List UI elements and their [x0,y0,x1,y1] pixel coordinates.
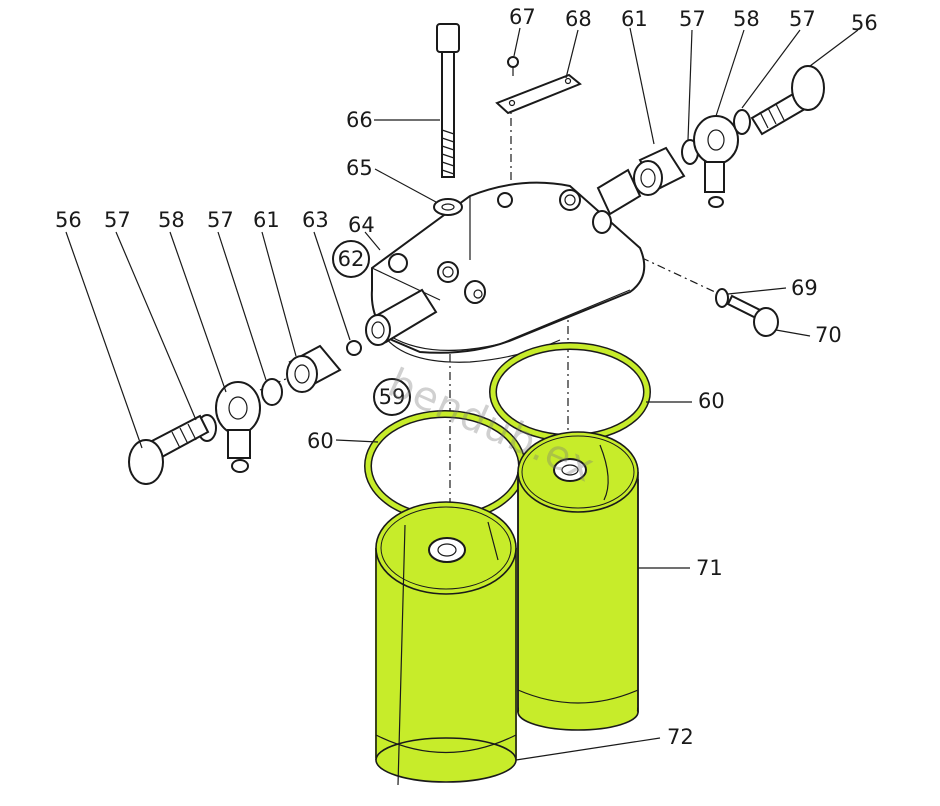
label-66: 66 [346,108,373,132]
banjo-bolt-56-right [750,65,825,136]
label-57-right-outer: 57 [789,7,816,31]
label-72: 72 [667,725,694,749]
leader-lines [65,27,859,761]
label-68: 68 [565,7,592,31]
bolt-66 [436,23,460,178]
label-65: 65 [346,156,373,180]
label-56-left: 56 [55,208,82,232]
label-70: 70 [815,323,842,347]
axis-line-screw [624,249,716,293]
nut-61-left [286,344,342,393]
label-58-left: 58 [158,208,185,232]
seal-57-left-inner [261,378,283,406]
nut-61-right [633,146,686,196]
banjo-58-right [693,115,739,208]
label-56-right: 56 [851,11,878,35]
plate-68 [495,73,582,115]
label-60-left: 60 [307,429,334,453]
label-63: 63 [302,208,329,232]
label-62-circled: 62 [332,240,370,278]
washer-69 [715,288,729,308]
label-59-circled: 59 [373,378,411,416]
label-64: 64 [348,213,375,237]
label-67: 67 [509,5,536,29]
label-57-left-inner: 57 [207,208,234,232]
label-61-left: 61 [253,208,280,232]
banjo-bolt-56-left [128,414,210,485]
label-57-right-inner: 57 [679,7,706,31]
ball-63 [346,340,362,356]
label-57-left-outer: 57 [104,208,131,232]
banjo-58-left [215,381,261,473]
label-69: 69 [791,276,818,300]
filter-head-body [365,168,646,363]
label-61-right: 61 [621,7,648,31]
seal-57-right-outer [733,109,751,135]
screw-67 [507,56,519,76]
label-60-right: 60 [698,389,725,413]
filter-element-71 [517,431,639,731]
screw-70 [726,294,779,337]
washer-65 [433,198,463,216]
label-58-right: 58 [733,7,760,31]
filter-element-72 [375,501,517,786]
label-71: 71 [696,556,723,580]
